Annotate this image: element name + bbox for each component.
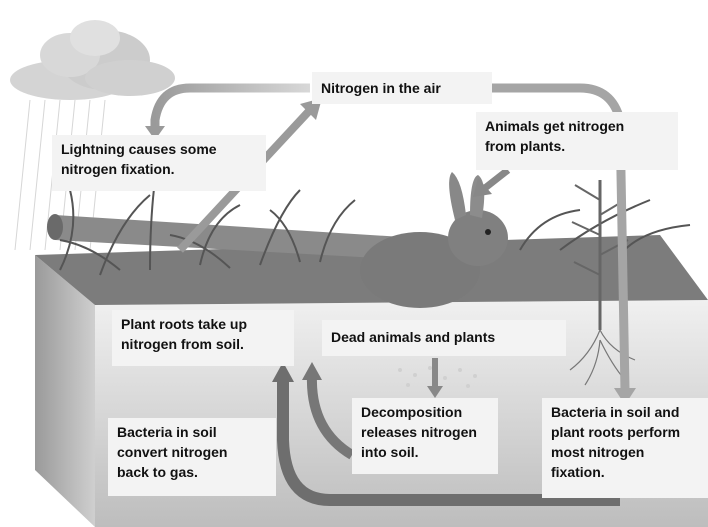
arrow-plants-to-animals — [473, 170, 508, 197]
label-plant-roots-uptake: Plant roots take up nitrogen from soil. — [112, 310, 294, 366]
label-bacteria-fixation: Bacteria in soil and plant roots perform… — [542, 398, 708, 498]
label-bacteria-convert-to-gas: Bacteria in soil convert nitrogen back t… — [108, 418, 276, 496]
label-lightning-fixation: Lightning causes some nitrogen fixation. — [52, 135, 266, 191]
label-dead-animals-plants: Dead animals and plants — [322, 320, 566, 356]
label-nitrogen-in-air: Nitrogen in the air — [312, 72, 492, 104]
label-decomposition: Decomposition releases nitrogen into soi… — [352, 398, 498, 474]
label-animals-get-nitrogen: Animals get nitrogen from plants. — [476, 112, 678, 170]
